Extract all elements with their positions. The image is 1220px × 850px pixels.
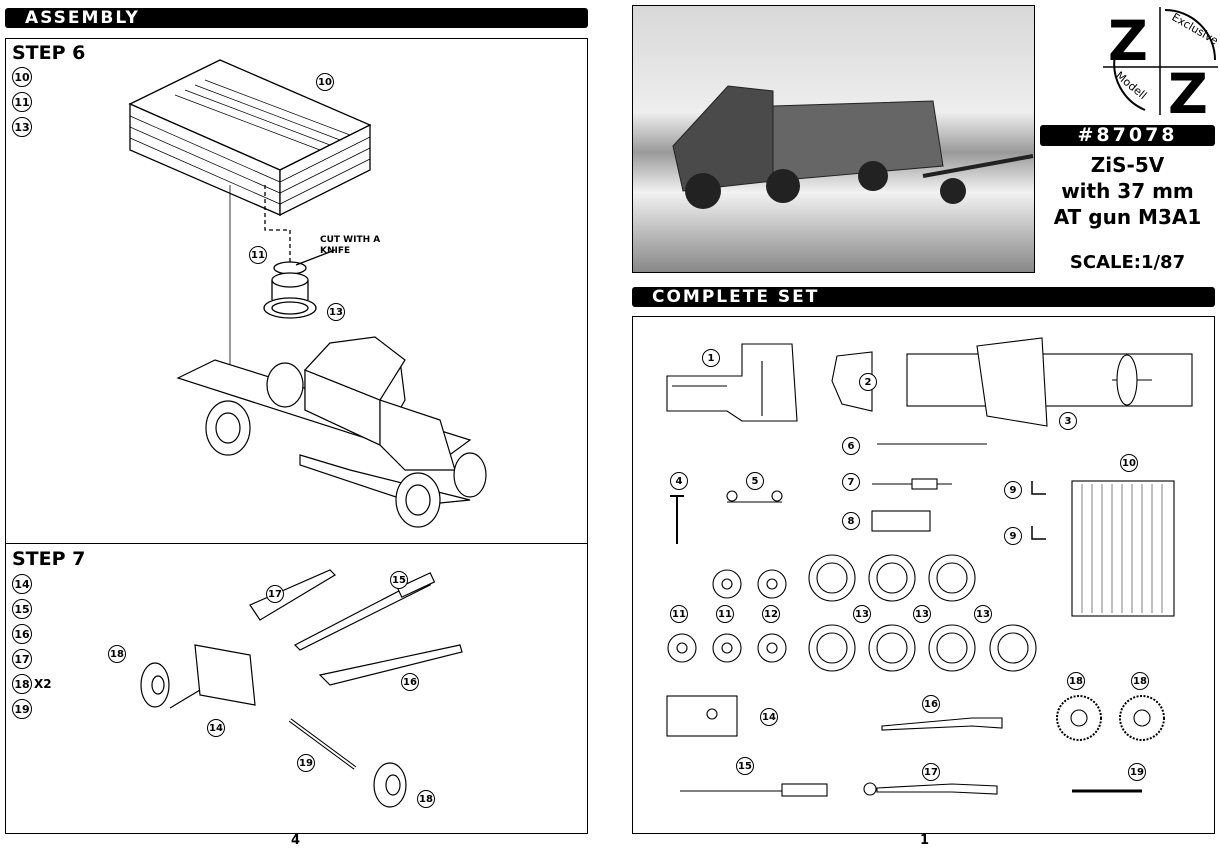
part-label-16: 16 <box>922 695 940 713</box>
part-label-13b: 13 <box>913 605 931 623</box>
part-label-5: 5 <box>746 472 764 490</box>
quantity: X2 <box>34 677 52 691</box>
part-ref: 17 <box>12 649 32 669</box>
callout-18: 18 <box>108 645 126 663</box>
step7-title: STEP 7 <box>12 548 86 570</box>
callout-10: 10 <box>316 73 334 91</box>
part-ref: 10 <box>12 67 32 87</box>
callout-16: 16 <box>401 673 419 691</box>
part-ref: 16 <box>12 624 32 644</box>
callout-19: 19 <box>297 754 315 772</box>
title-line: with 37 mm <box>1061 179 1194 203</box>
part-label-1: 1 <box>702 349 720 367</box>
part-label-3: 3 <box>1059 412 1077 430</box>
callout-15: 15 <box>390 571 408 589</box>
callout-13: 13 <box>327 303 345 321</box>
callout-18b: 18 <box>417 790 435 808</box>
part-label-11: 11 <box>670 605 688 623</box>
part-label-18b: 18 <box>1131 672 1149 690</box>
page-number-left: 4 <box>291 833 301 848</box>
part-label-12: 12 <box>762 605 780 623</box>
part-label-11b: 11 <box>716 605 734 623</box>
zz-modell-logo: Z Z Exclusive Modell <box>1103 7 1220 126</box>
svg-text:Z: Z <box>1168 62 1208 126</box>
assembly-header: ASSEMBLY <box>5 8 588 28</box>
complete-set-header: COMPLETE SET <box>632 287 1215 307</box>
part-label-18: 18 <box>1067 672 1085 690</box>
step-divider <box>5 543 588 544</box>
callout-14: 14 <box>207 719 225 737</box>
kit-number: #87078 <box>1040 125 1215 146</box>
part-label-13: 13 <box>853 605 871 623</box>
part-ref: 11 <box>12 92 32 112</box>
box-art-photo <box>632 5 1035 273</box>
truck-illustration <box>672 85 1034 209</box>
truck-bed-drawing <box>128 59 487 528</box>
parts-frame <box>632 316 1215 834</box>
step6-parts-list: 10 11 13 <box>12 67 32 142</box>
svg-text:Z: Z <box>1108 9 1148 73</box>
callout-11: 11 <box>249 246 267 264</box>
part-label-8: 8 <box>842 512 860 530</box>
part-label-6: 6 <box>842 437 860 455</box>
part-label-14: 14 <box>760 708 778 726</box>
cut-note: CUT WITH A KNIFE <box>320 235 381 256</box>
part-label-2: 2 <box>859 373 877 391</box>
part-label-19: 19 <box>1128 763 1146 781</box>
part-label-9: 9 <box>1004 481 1022 499</box>
assembly-frame <box>5 38 588 834</box>
part-label-13c: 13 <box>974 605 992 623</box>
part-label-10: 10 <box>1120 454 1138 472</box>
page-number-right: 1 <box>920 833 930 848</box>
callout-17: 17 <box>266 585 284 603</box>
part-label-7: 7 <box>842 473 860 491</box>
part-label-15: 15 <box>736 757 754 775</box>
scale: SCALE:1/87 <box>1069 252 1186 273</box>
gun-assembly-drawing <box>140 569 463 808</box>
title-line: ZiS-5V <box>1090 153 1165 177</box>
part-label-17: 17 <box>922 763 940 781</box>
part-ref: 14 <box>12 574 32 594</box>
part-ref: 19 <box>12 699 32 719</box>
part-ref: 13 <box>12 117 32 137</box>
part-label-9b: 9 <box>1004 527 1022 545</box>
part-ref: 18 <box>12 674 32 694</box>
part-ref: 15 <box>12 599 32 619</box>
step6-title: STEP 6 <box>12 42 86 64</box>
title-line: AT gun M3A1 <box>1053 205 1202 229</box>
part-label-4: 4 <box>670 472 688 490</box>
kit-title: ZiS-5V with 37 mm AT gun M3A1 <box>1035 152 1220 230</box>
svg-text:Exclusive: Exclusive <box>1170 11 1220 48</box>
parts-sprue-drawing <box>666 337 1193 797</box>
